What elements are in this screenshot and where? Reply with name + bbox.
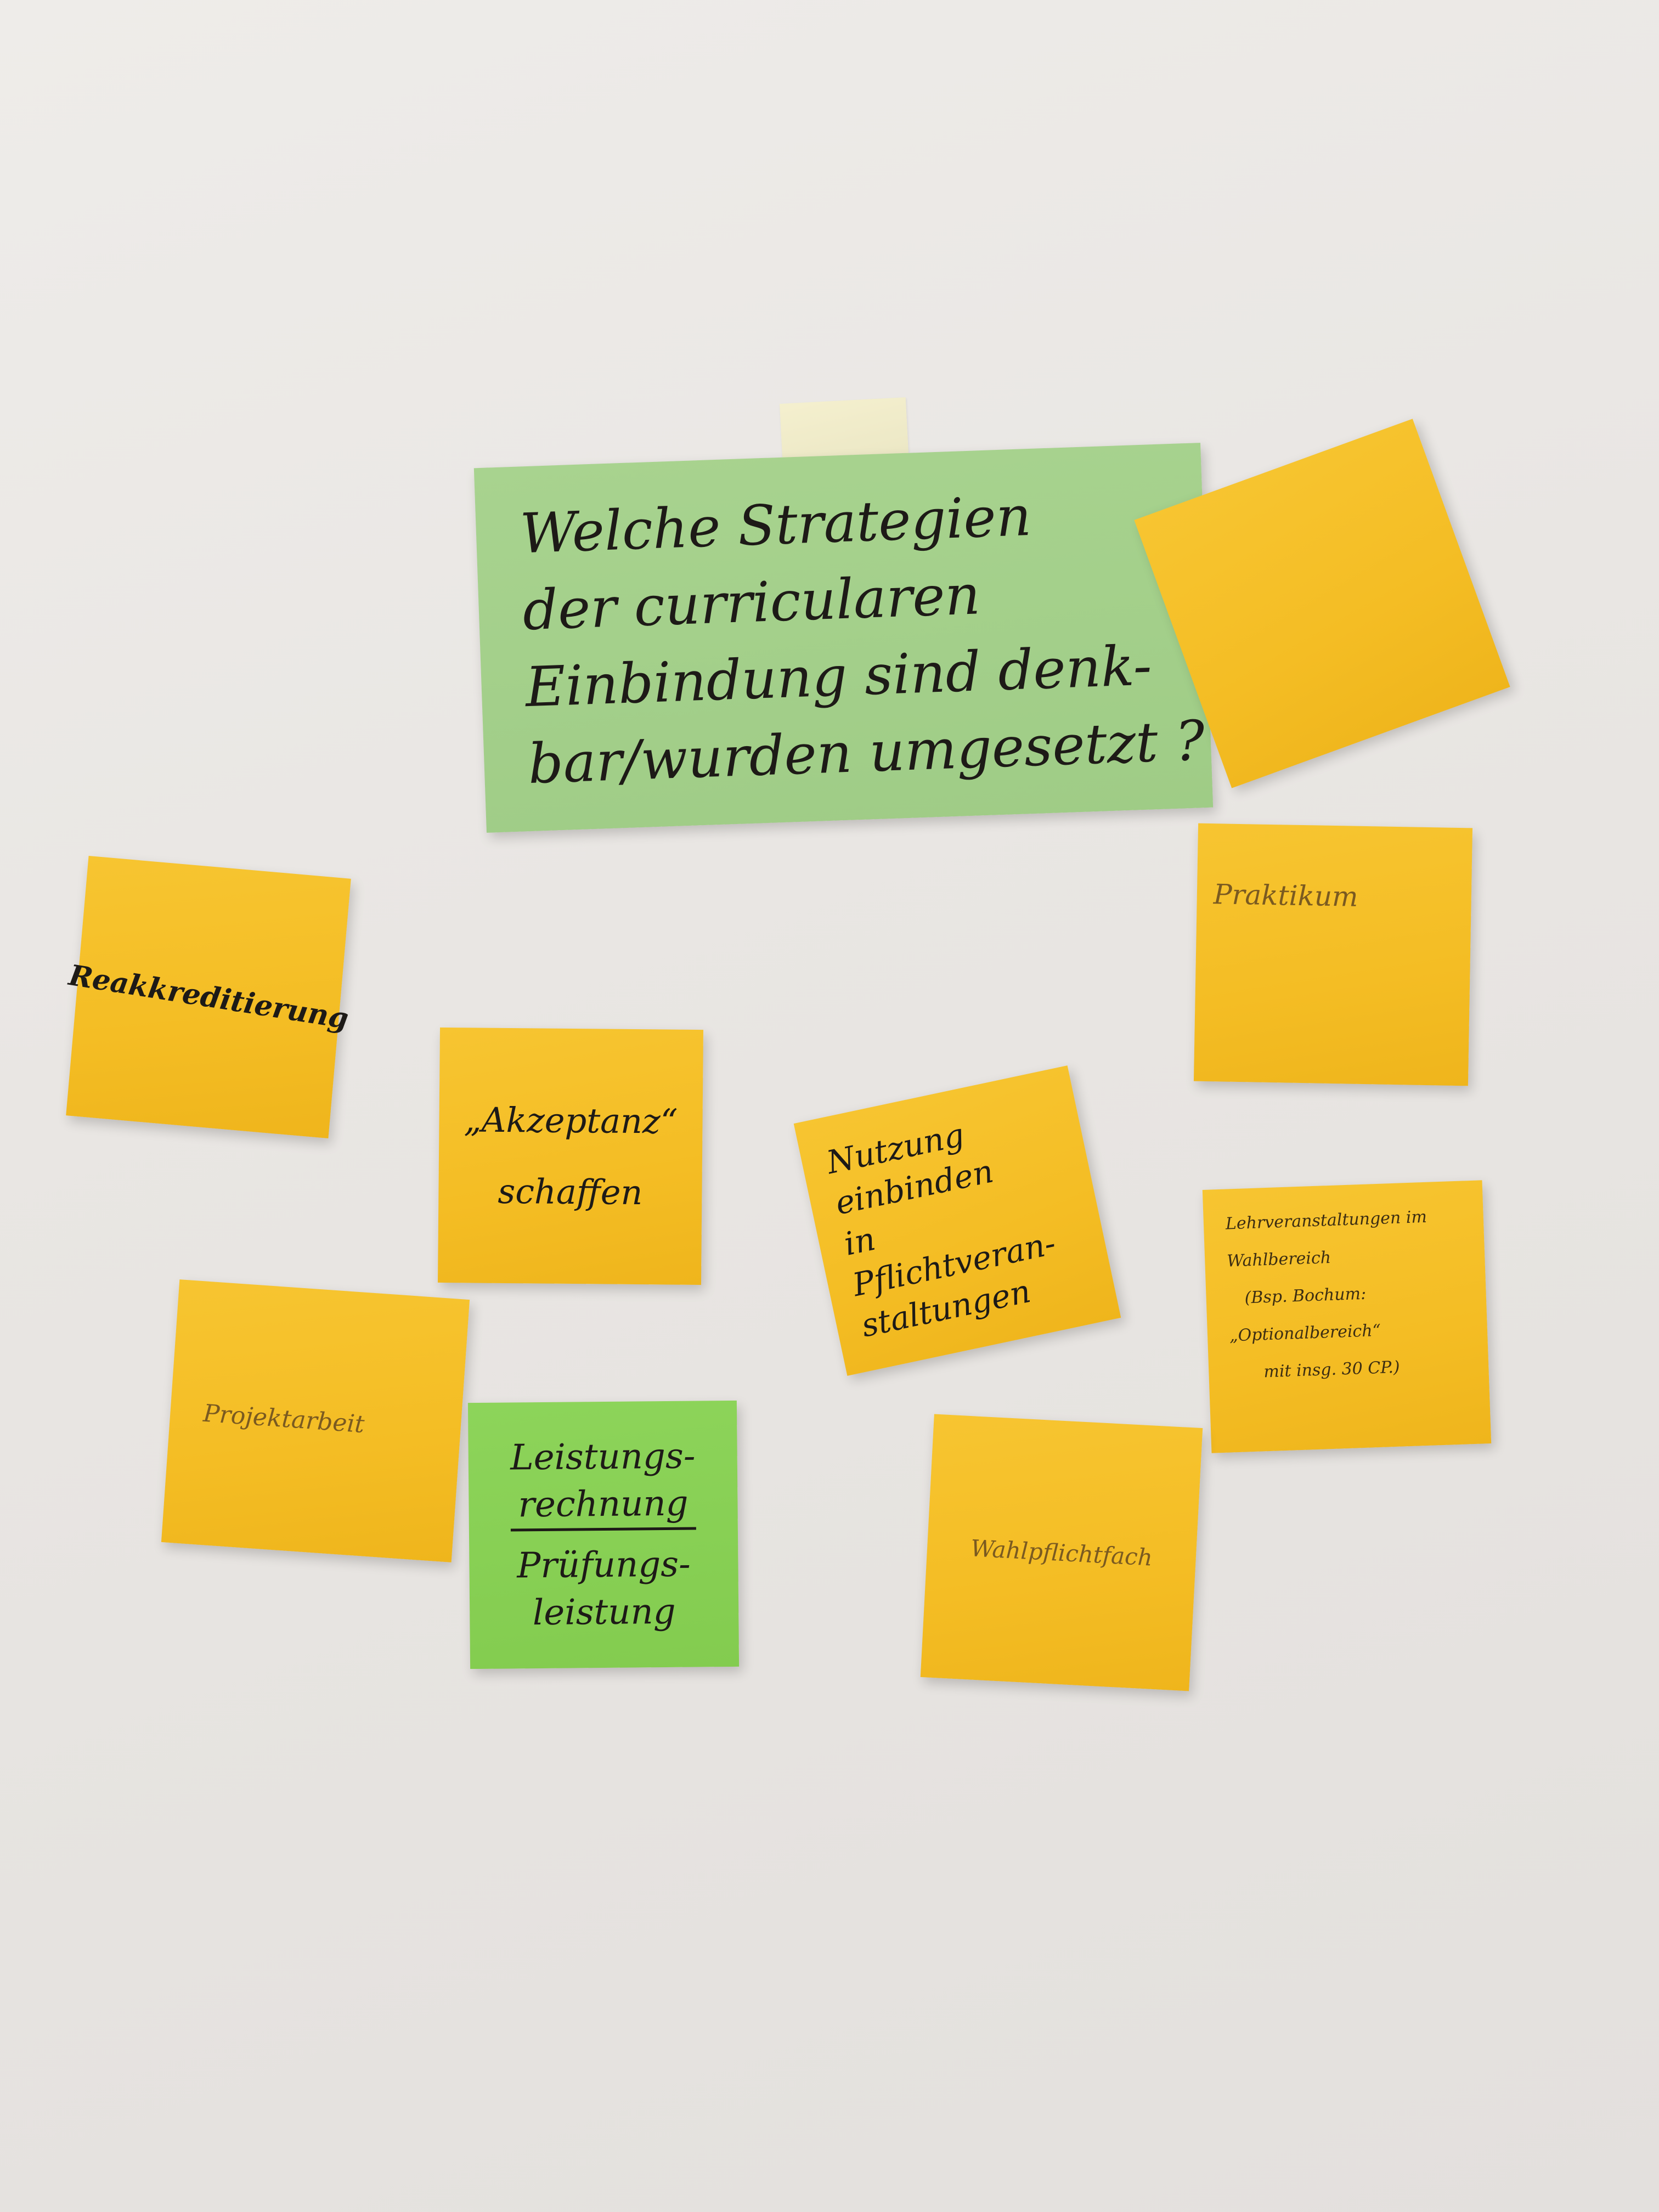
sticky-note-leistung: Leistungs- rechnung Prüfungs- leistung xyxy=(467,1400,740,1669)
note-text-line-3: Prüfungs- xyxy=(516,1544,691,1587)
note-text: Reakkreditierung xyxy=(66,958,351,1036)
note-text-line-5: mit insg. 30 CP.) xyxy=(1263,1357,1401,1382)
note-text-line-1: Leistungs- xyxy=(510,1436,696,1479)
note-text: Projektarbeit xyxy=(202,1399,365,1438)
note-text-line-2: rechnung xyxy=(510,1480,696,1532)
sticky-note-praktikum: Praktikum xyxy=(1193,823,1473,1086)
sticky-note-projektarbeit: Projektarbeit xyxy=(161,1279,470,1562)
note-text: Praktikum xyxy=(1213,878,1359,913)
note-text-line-4: leistung xyxy=(532,1591,676,1634)
note-text-line-4: „Optionalbereich“ xyxy=(1229,1321,1381,1346)
note-text-line-3: (Bsp. Bochum: xyxy=(1244,1284,1367,1308)
note-text-line-1: „Akzeptanz“ xyxy=(464,1099,678,1142)
sticky-note-reakkreditierung: Reakkreditierung xyxy=(66,855,351,1139)
note-text: Wahlpflichtfach xyxy=(969,1534,1154,1571)
sticky-note-wahlpflichtfach: Wahlpflichtfach xyxy=(920,1414,1203,1691)
note-text-line-2: Wahlbereich xyxy=(1226,1248,1331,1271)
sticky-note-akzeptanz: „Akzeptanz“ schaffen xyxy=(437,1027,704,1285)
question-card: Welche Strategien der curricularen Einbi… xyxy=(473,443,1214,833)
sticky-note-wahlbereich: Lehrveranstaltungen im Wahlbereich (Bsp.… xyxy=(1202,1180,1492,1453)
note-text-line-2: schaffen xyxy=(498,1171,643,1212)
sticky-note-nutzung: Nutzung einbinden in Pflichtveran- stalt… xyxy=(793,1065,1121,1376)
note-text-line-1: Lehrveranstaltungen im xyxy=(1225,1207,1427,1234)
